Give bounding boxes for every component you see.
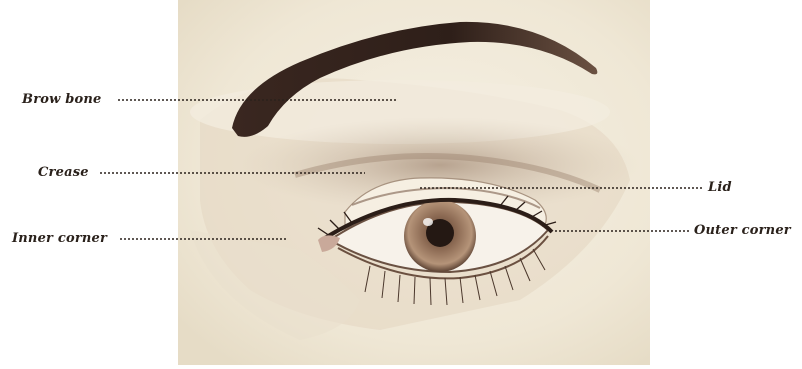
eye-highlight [423,218,433,226]
label-lid: Lid [708,180,732,196]
label-brow-bone: Brow bone [22,92,102,108]
label-outer-corner: Outer corner [694,223,791,239]
label-inner-corner: Inner corner [12,231,107,247]
label-crease: Crease [38,165,89,181]
